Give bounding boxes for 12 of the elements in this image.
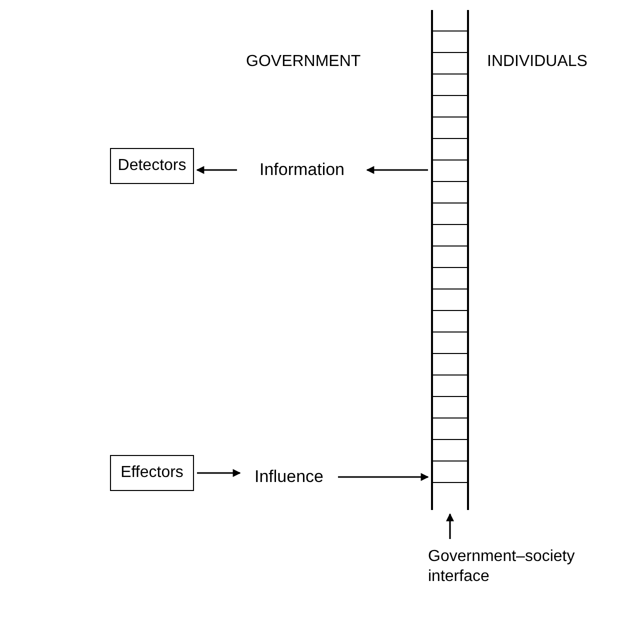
process-box: Effectors [110,455,194,491]
arrow [196,166,237,174]
arrow [197,469,241,477]
process-box: Detectors [110,148,194,184]
arrow [366,166,428,174]
arrow [338,473,429,481]
flow-label: Government–society interface [428,545,578,589]
arrow [446,513,454,539]
flow-label: Information [240,158,364,182]
region-label: GOVERNMENT [246,52,361,72]
region-label: INDIVIDUALS [487,52,588,72]
flow-label: Influence [243,465,335,489]
